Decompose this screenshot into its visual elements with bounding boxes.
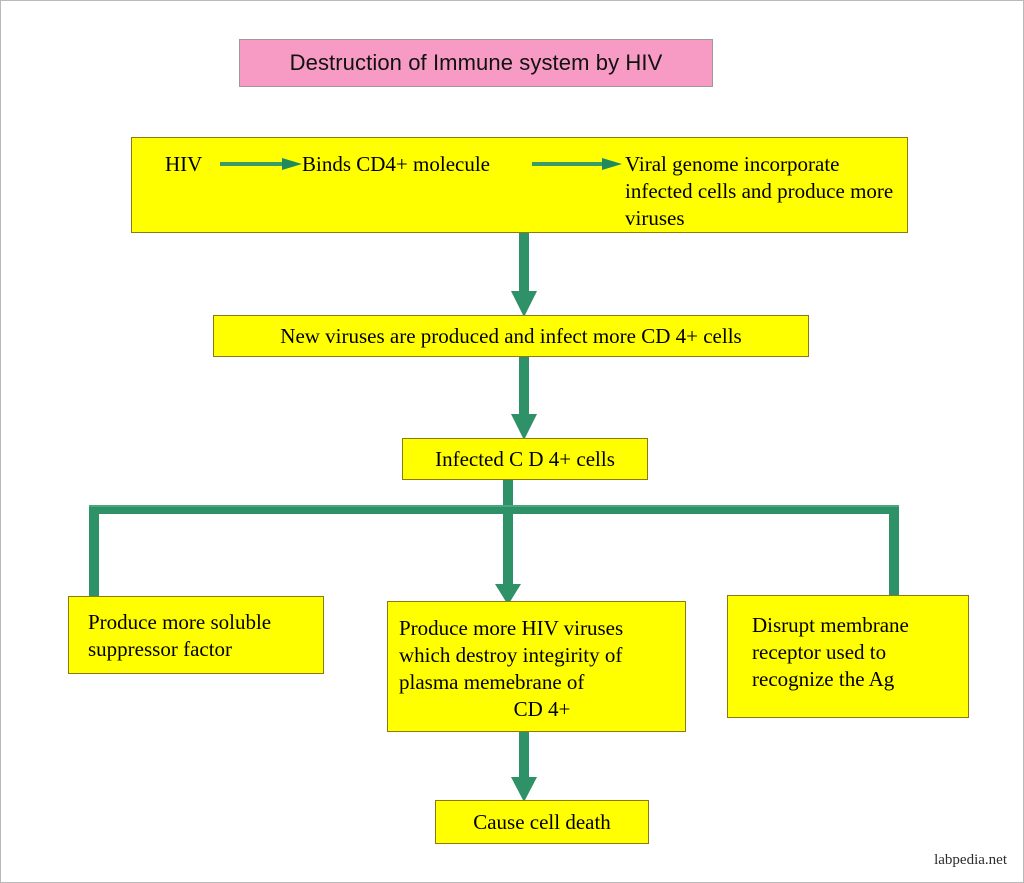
down-arrow-icon [508,233,540,317]
node-soluble-suppressor-factor-label: Produce more soluble suppressor factor [88,610,272,661]
node-produce-hiv-viruses: Produce more HIV viruses which destroy i… [387,601,686,732]
node-cause-cell-death-label: Cause cell death [473,809,611,834]
node-hiv-binding-chain: HIV Binds CD4+ molecule Viral genome inc… [131,137,908,233]
node-produce-hiv-viruses-last-line: CD 4+ [513,697,571,721]
down-arrow-icon [508,357,540,440]
watermark: labpedia.net [934,852,1007,868]
node-new-viruses-label: New viruses are produced and infect more… [280,323,742,348]
node-soluble-suppressor-factor: Produce more soluble suppressor factor [68,596,324,674]
chain-step-viral-genome: Viral genome incorporate infected cells … [625,152,894,230]
node-disrupt-membrane-receptor: Disrupt membrane receptor used to recogn… [727,595,969,718]
node-cause-cell-death: Cause cell death [435,800,649,844]
chain-row: HIV Binds CD4+ molecule Viral genome inc… [132,138,907,232]
down-arrow-icon [508,732,540,802]
chain-step-binds-cd4: Binds CD4+ molecule [302,152,490,176]
node-produce-hiv-viruses-label: Produce more HIV viruses which destroy i… [399,616,624,694]
node-infected-cd4-cells-label: Infected C D 4+ cells [435,446,615,471]
node-infected-cd4-cells: Infected C D 4+ cells [402,438,648,480]
page-title: Destruction of Immune system by HIV [289,50,663,75]
right-arrow-icon [532,157,622,171]
node-new-viruses: New viruses are produced and infect more… [213,315,809,357]
diagram-title-banner: Destruction of Immune system by HIV [239,39,713,87]
node-disrupt-membrane-receptor-label: Disrupt membrane receptor used to recogn… [752,613,909,691]
three-way-split-connector [81,480,907,605]
chain-step-hiv: HIV [165,152,203,176]
right-arrow-icon [220,157,302,171]
